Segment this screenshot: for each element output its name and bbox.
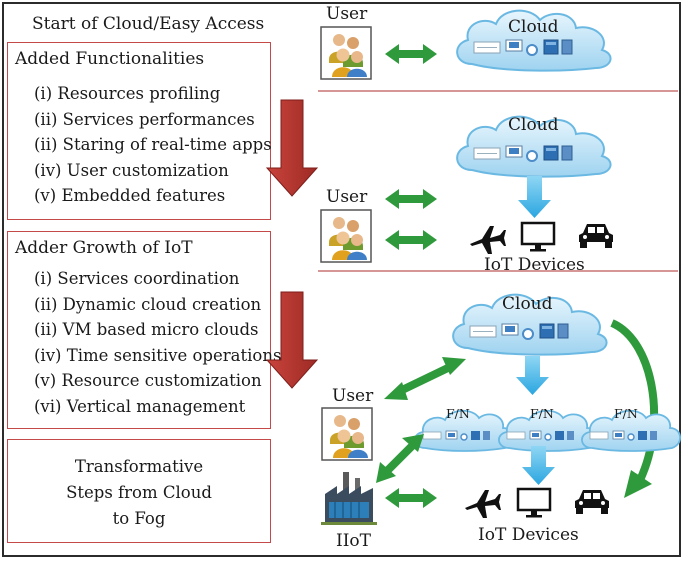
monitor-icon [516, 487, 552, 519]
fog-to-devices-arrow [522, 446, 555, 485]
bidirectional-arrow [385, 230, 437, 250]
bidirectional-arrow [385, 189, 437, 209]
iiot-fog-diagonal-arrow [376, 434, 424, 483]
cloud-label: Cloud [508, 115, 559, 135]
cloud-label: Cloud [502, 294, 553, 314]
user-group-icon [321, 407, 373, 461]
iot-devices-label: IoT Devices [484, 255, 585, 275]
summary-line: Steps from Cloud [66, 483, 212, 502]
user-label: User [326, 4, 368, 24]
user-label: User [326, 187, 368, 207]
functionality-item: (iv) User customization [34, 160, 229, 180]
iot-growth-item: (v) Resource customization [34, 371, 262, 390]
iot-growth-item: (iv) Time sensitive operations [34, 345, 282, 365]
bidirectional-arrow [385, 44, 437, 64]
cloud-to-fog-arrow [516, 356, 549, 395]
airplane-icon [470, 226, 506, 254]
functionalities-title: Added Functionalities [15, 49, 205, 69]
bidirectional-arrow [385, 488, 437, 508]
functionalities-list: (i) Resources profiling (ii) Services pe… [34, 81, 272, 209]
summary-line: Transformative [74, 457, 204, 476]
fog-node-label: F/N [614, 406, 638, 421]
iot-growth-item: (ii) Dynamic cloud creation [34, 294, 262, 314]
cloud-label: Cloud [508, 17, 559, 37]
iot-devices-label: IoT Devices [478, 525, 579, 545]
iot-growth-list: (i) Services coordination (ii) Dynamic c… [34, 266, 281, 419]
iiot-label: IIoT [336, 531, 372, 551]
user-group-icon [320, 26, 372, 80]
transition-arrow-down [265, 291, 319, 389]
iot-growth-box: Adder Growth of IoT (i) Services coordin… [7, 231, 281, 429]
summary-text: Transformative Steps from Cloud to Fog [8, 454, 270, 532]
functionalities-box: Added Functionalities (i) Resources prof… [7, 42, 272, 220]
fog-node-label: F/N [446, 406, 470, 421]
factory-icon [321, 472, 377, 525]
transition-arrow-down [265, 99, 319, 197]
summary-box: Transformative Steps from Cloud to Fog [7, 439, 271, 543]
car-icon [575, 490, 609, 514]
iot-growth-item: (i) Services coordination [34, 269, 240, 288]
monitor-icon [520, 221, 556, 253]
user-cloud-diagonal-arrow [384, 357, 466, 400]
airplane-icon [465, 490, 501, 518]
user-group-icon [320, 209, 372, 263]
functionality-item: (ii) Services performances [34, 109, 255, 129]
functionality-item: (ii) Staring of real-time apps [34, 135, 272, 154]
functionality-item: (v) Embedded features [34, 186, 226, 205]
functionality-item: (i) Resources profiling [34, 84, 221, 103]
cloud-to-device-curved-arrow [610, 319, 659, 498]
summary-line: to Fog [112, 509, 166, 528]
car-icon [579, 224, 613, 248]
user-label: User [332, 386, 374, 406]
cloud-to-devices-arrow [518, 176, 551, 218]
fog-node-label: F/N [530, 406, 554, 421]
iot-growth-item: (ii) VM based micro clouds [34, 320, 259, 339]
start-title: Start of Cloud/Easy Access [32, 14, 265, 34]
iot-growth-item: (vi) Vertical management [34, 396, 246, 416]
iot-growth-title: Adder Growth of IoT [15, 238, 193, 258]
